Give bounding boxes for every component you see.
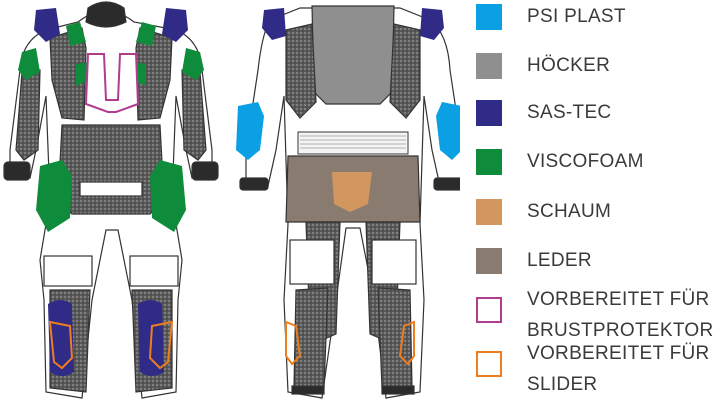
front-chest-protector-outline [84,53,140,113]
legend-item-sas-tec: SAS-TEC [476,100,611,126]
front-right-shoulder-sastec [162,8,188,42]
back-accordion-stretch [297,131,409,155]
back-left-ankle [291,385,325,395]
front-mesh-right-chest [135,27,173,121]
back-right-shoulder-sastec [420,8,444,40]
back-left-slider-outline [285,320,302,366]
legend-label: PSI PLAST [527,6,626,27]
back-left-cuff [239,177,269,191]
back-mesh-left [285,23,317,119]
legend-label-block: VORBEREITET FÜR SLIDER [527,341,710,397]
legend-swatch-viscofoam [476,149,502,175]
front-waist-band [79,181,143,197]
back-mesh-right [389,23,421,119]
front-left-arm-viscofoam [18,48,40,80]
legend-label: HÖCKER [527,55,611,76]
legend-item-schaum: SCHAUM [476,199,611,225]
front-left-cuff [3,161,31,181]
back-right-ankle [381,385,415,395]
back-hump-hoecker [311,5,395,105]
front-collar [85,1,127,28]
legend-label-line1: VORBEREITET FÜR [527,343,710,364]
legend-label: SCHAUM [527,201,612,222]
front-mesh-torso [57,124,165,215]
suit-protector-diagram [3,1,463,399]
back-left-elbow-psiplast [236,102,264,160]
front-left-knee-band [43,255,93,287]
front-left-shoulder-sastec [34,8,60,42]
front-left-hip-viscofoam [36,160,72,232]
back-protectors [236,8,462,366]
legend-swatch-leder [476,248,502,274]
legend-item-psi-plast: PSI PLAST [476,4,626,30]
back-left-shoulder-sastec [262,8,286,40]
front-mesh-left-chest [49,27,87,121]
legend-label: LEDER [527,250,592,271]
back-right-slider-outline [398,320,415,366]
back-right-elbow-psiplast [436,102,462,160]
front-right-collar-viscofoam [136,22,156,46]
legend-item-hoecker: HÖCKER [476,53,610,79]
legend-swatch-psi-plast [476,4,502,30]
legend-item-leder: LEDER [476,248,592,274]
front-right-cuff [191,161,219,181]
back-mesh-right-lower [377,287,413,389]
legend-label-line2: BRUSTPROTEKTOR [527,320,714,341]
legend-label-line2: SLIDER [527,374,598,395]
front-right-hip-viscofoam [150,160,186,232]
legend-swatch-sas-tec [476,100,502,126]
legend-swatch-hoecker [476,53,502,79]
front-left-collar-viscofoam [66,22,86,46]
front-right-knee-band [129,255,179,287]
legend-label: SAS-TEC [527,102,612,123]
back-left-knee-band [289,239,335,285]
legend-item-viscofoam: VISCOFOAM [476,149,644,175]
legend-label: VISCOFOAM [527,151,644,172]
back-right-cuff [433,177,463,191]
legend-swatch-schaum [476,199,502,225]
back-right-knee-band [371,239,417,285]
legend-label-block: VORBEREITET FÜR BRUSTPROTEKTOR [527,287,713,343]
back-mesh-left-lower [293,287,329,389]
front-right-slider-outline [148,320,174,370]
back-tailbone-schaum [332,172,372,212]
material-legend: PSI PLAST HÖCKER SAS-TEC VISCOFOAM SCHAU… [476,0,721,412]
front-protectors [18,8,204,376]
legend-item-brustprotektor: VORBEREITET FÜR BRUSTPROTEKTOR [476,287,713,343]
front-left-slider-outline [48,320,74,370]
front-right-arm-viscofoam [182,48,204,80]
legend-label-line1: VORBEREITET FÜR [527,289,710,310]
legend-item-slider: VORBEREITET FÜR SLIDER [476,341,710,397]
legend-swatch-brustprotektor [476,297,502,323]
legend-swatch-slider [476,351,502,377]
